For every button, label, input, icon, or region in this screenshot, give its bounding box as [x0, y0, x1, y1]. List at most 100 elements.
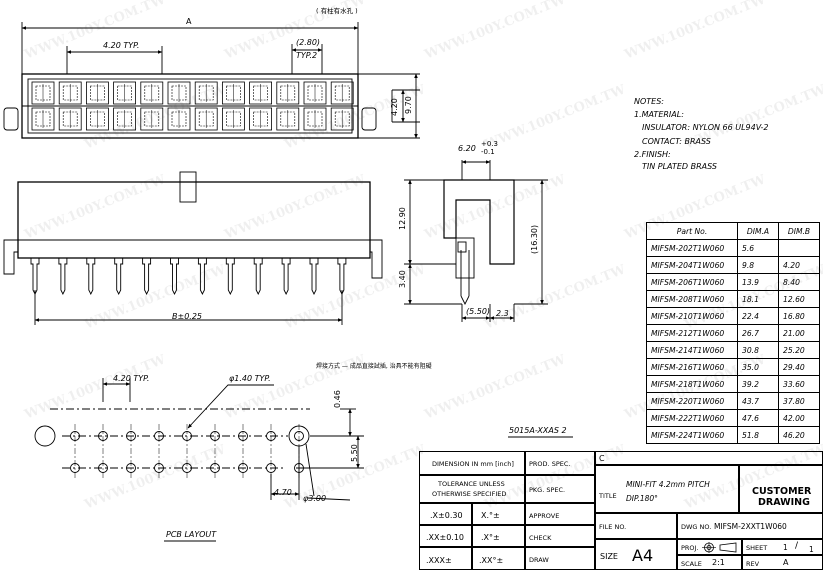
- dim-a-cell: 13.9: [737, 273, 779, 291]
- tol-plus-label: +0.3: [481, 140, 498, 148]
- dim-12-90-label: 12.90: [398, 207, 407, 230]
- table-header-row: Part No. DIM.A DIM.B: [646, 222, 820, 240]
- dim-a-cell: 47.6: [737, 409, 779, 427]
- header-part-no: Part No.: [646, 222, 738, 240]
- tb-customer-drawing: CUSTOMER DRAWING: [739, 465, 823, 513]
- pin: [114, 258, 124, 296]
- dim-a-cell: 51.8: [737, 426, 779, 444]
- top-note: ( 有柱有水孔 ): [316, 7, 358, 15]
- cavity: [249, 81, 273, 105]
- dim-a-label: A: [186, 17, 192, 26]
- cavity: [221, 81, 245, 105]
- dim-5-50-label: (5.50): [466, 307, 491, 316]
- pin: [30, 258, 40, 296]
- dim-b-cell: 16.80: [778, 307, 820, 325]
- projection-symbol-icon: [702, 542, 737, 553]
- tb-pkg-spec: PKG. SPEC.: [525, 475, 595, 503]
- part-no-cell: MIFSM-202T1W060: [646, 239, 738, 257]
- cavity: [86, 81, 109, 105]
- cavity: [167, 81, 191, 105]
- dim-2-80-label: (2.80): [296, 38, 321, 47]
- pin: [142, 258, 152, 296]
- pcb-layout: [34, 378, 573, 542]
- pcb-holes: [70, 424, 304, 478]
- cavity: [303, 107, 327, 131]
- dim-a-cell: 43.7: [737, 392, 779, 410]
- title-block: DIMENSION IN mm [inch] TOLERANCE UNLESS …: [419, 451, 823, 570]
- tb-proj: PROJ.: [677, 539, 742, 555]
- tb-prod-spec: PROD. SPEC.: [525, 451, 595, 475]
- tb-scale: SCALE 2:1: [677, 555, 742, 570]
- pcb-pitch-label: 4.20 TYP.: [113, 374, 150, 383]
- part-no-cell: MIFSM-218T1W060: [646, 375, 738, 393]
- dim-a-cell: 9.8: [737, 256, 779, 274]
- cavity: [194, 81, 218, 105]
- header-dim-a: DIM.A: [737, 222, 779, 240]
- dim-3-40-label: 3.40: [398, 270, 407, 288]
- pcb-caption: PCB LAYOUT: [166, 530, 217, 539]
- tb-ang-xxx: .XX°±: [472, 547, 525, 570]
- top-view-cavities: [31, 81, 354, 131]
- cavity: [276, 81, 300, 105]
- tb-tol-xxx: .XXX±: [419, 547, 472, 570]
- tb-rev-letter: C: [595, 451, 823, 465]
- tb-dwg-no: DWG NO. MIFSM-2XXT1W060: [677, 513, 823, 539]
- pin: [225, 258, 235, 296]
- part-no-cell: MIFSM-216T1W060: [646, 358, 738, 376]
- part-no-cell: MIFSM-210T1W060: [646, 307, 738, 325]
- top-pitch-label: 4.20 TYP.: [103, 41, 140, 50]
- part-no-cell: MIFSM-204T1W060: [646, 256, 738, 274]
- side-view: [3, 171, 383, 325]
- dim-b-cell: [778, 239, 820, 257]
- cavity: [86, 107, 109, 131]
- dim-a-cell: 39.2: [737, 375, 779, 393]
- pin: [281, 258, 291, 296]
- part-no-cell: MIFSM-214T1W060: [646, 341, 738, 359]
- tol-minus-label: -0.1: [481, 148, 495, 156]
- cavity: [276, 107, 300, 131]
- pin: [170, 258, 179, 296]
- pin: [253, 258, 263, 296]
- side-view-pins: [30, 258, 347, 296]
- part-no-cell: MIFSM-222T1W060: [646, 409, 738, 427]
- pin: [337, 258, 347, 296]
- part-no-cell: MIFSM-220T1W060: [646, 392, 738, 410]
- tb-approve: APPROVE: [525, 503, 595, 525]
- cavity: [140, 107, 164, 131]
- pcb-dim-4-70-label: 4.70: [274, 488, 292, 497]
- top-view: [3, 73, 377, 139]
- tb-draw: DRAW: [525, 547, 595, 570]
- cavity: [58, 81, 82, 105]
- pcb-method-note: 焊接方式 — 成品直接試插, 治具不能有阻礙: [316, 363, 432, 370]
- cavity: [221, 107, 245, 131]
- dim-b-cell: 4.20: [778, 256, 820, 274]
- dim-b-cell: 42.00: [778, 409, 820, 427]
- dim-16-30-label: (16.30): [530, 224, 539, 254]
- pin: [86, 258, 96, 296]
- pcb-hole-dia-label: φ1.40 TYP.: [229, 374, 271, 383]
- dim-b-cell: 37.80: [778, 392, 820, 410]
- tb-check: CHECK: [525, 525, 595, 547]
- dim-b-cell: 29.40: [778, 358, 820, 376]
- cavity: [167, 107, 191, 131]
- header-dim-b: DIM.B: [778, 222, 820, 240]
- part-no-cell: MIFSM-208T1W060: [646, 290, 738, 308]
- note-line: INSULATOR: NYLON 66 UL94V-2: [642, 123, 769, 132]
- cavity: [31, 81, 55, 105]
- end-view: [404, 160, 548, 322]
- cavity: [194, 107, 218, 131]
- typ2-label: TYP.2: [296, 51, 318, 60]
- dim-b-cell: 12.60: [778, 290, 820, 308]
- drawing-ref: 5015A-XXAS 2: [509, 426, 567, 435]
- cavity: [249, 107, 273, 131]
- tb-ang-xx: .X°±: [472, 525, 525, 547]
